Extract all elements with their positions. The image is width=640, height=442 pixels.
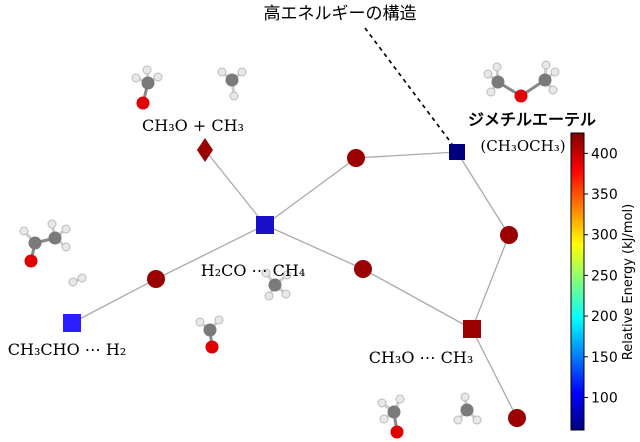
edge-ts4-ch3o-ch3 <box>362 268 473 330</box>
edge-ts1-h2co <box>155 224 266 280</box>
colorbar-gradient <box>570 132 585 431</box>
colorbar-tick-label: 400 <box>591 146 618 162</box>
colorbar-tick-label: 250 <box>591 268 618 284</box>
colorbar-tick-label: 100 <box>591 390 618 406</box>
node-ts-2 <box>347 149 365 167</box>
h2co-ch4-label: H₂CO ⋯ CH₄ <box>201 261 306 280</box>
edge-ch3o-ch3-ts5 <box>471 328 518 419</box>
ch3cho-h2-label: CH₃CHO ⋯ H₂ <box>8 340 126 359</box>
colorbar-tick-label: 200 <box>591 309 618 325</box>
molecule-ch3o-top <box>131 65 163 110</box>
network-nodes <box>63 138 526 427</box>
colorbar-ticks: 100 150 200 250 300 350 400 <box>584 146 618 406</box>
node-ts-5 <box>508 409 526 427</box>
molecule-ch3-top <box>217 67 247 101</box>
colorbar-tick-label: 350 <box>591 187 618 203</box>
molecule-ch3cho <box>19 219 71 268</box>
molecule-ch3o-bottom <box>377 394 405 439</box>
edge-h2co-ts4 <box>264 224 364 270</box>
molecule-h2co <box>195 315 224 354</box>
edge-h2co-ts2 <box>264 157 357 226</box>
high-energy-structure-label: 高エネルギーの構造 <box>264 4 417 24</box>
node-ts-4 <box>354 260 372 278</box>
ch3o-plus-ch3-label: CH₃O + CH₃ <box>142 116 244 135</box>
node-ch3o-plus-ch3-diamond <box>197 138 213 162</box>
colorbar-label: Relative Energy (kJ/mol) <box>621 204 636 360</box>
molecule-dimethyl-ether <box>483 60 560 103</box>
energy-colorbar: 100 150 200 250 300 350 400 Relative Energy (k… <box>570 132 636 431</box>
molecule-ch3-bottom <box>453 392 482 425</box>
ch3o-ch3-label: CH₃O ⋯ CH₃ <box>369 348 474 367</box>
node-ch3o-ch3-minimum <box>463 320 481 338</box>
edge-ch3cho-ts1 <box>71 278 157 324</box>
edge-ts2-dme <box>355 151 458 159</box>
molecule-h2 <box>68 273 87 287</box>
dimethyl-ether-formula-label: (CH₃OCH₃) <box>480 137 565 155</box>
molecule-ch4 <box>261 268 292 301</box>
dimethyl-ether-label: ジメチルエーテル <box>468 110 596 129</box>
node-ch3cho-h2-minimum <box>63 314 81 332</box>
colorbar-tick-label: 300 <box>591 228 618 244</box>
edge-h2co-diamond <box>204 149 266 226</box>
network-edges <box>71 149 518 419</box>
high-energy-leader-line <box>364 27 453 145</box>
node-h2co-ch4-minimum <box>256 216 274 234</box>
colorbar-tick-label: 150 <box>591 350 618 366</box>
node-dimethyl-ether-minimum <box>449 144 465 160</box>
node-ts-1 <box>147 270 165 288</box>
edge-dme-ts3 <box>456 151 510 236</box>
edge-ts3-ch3o-ch3 <box>471 234 510 330</box>
node-ts-3 <box>500 226 518 244</box>
